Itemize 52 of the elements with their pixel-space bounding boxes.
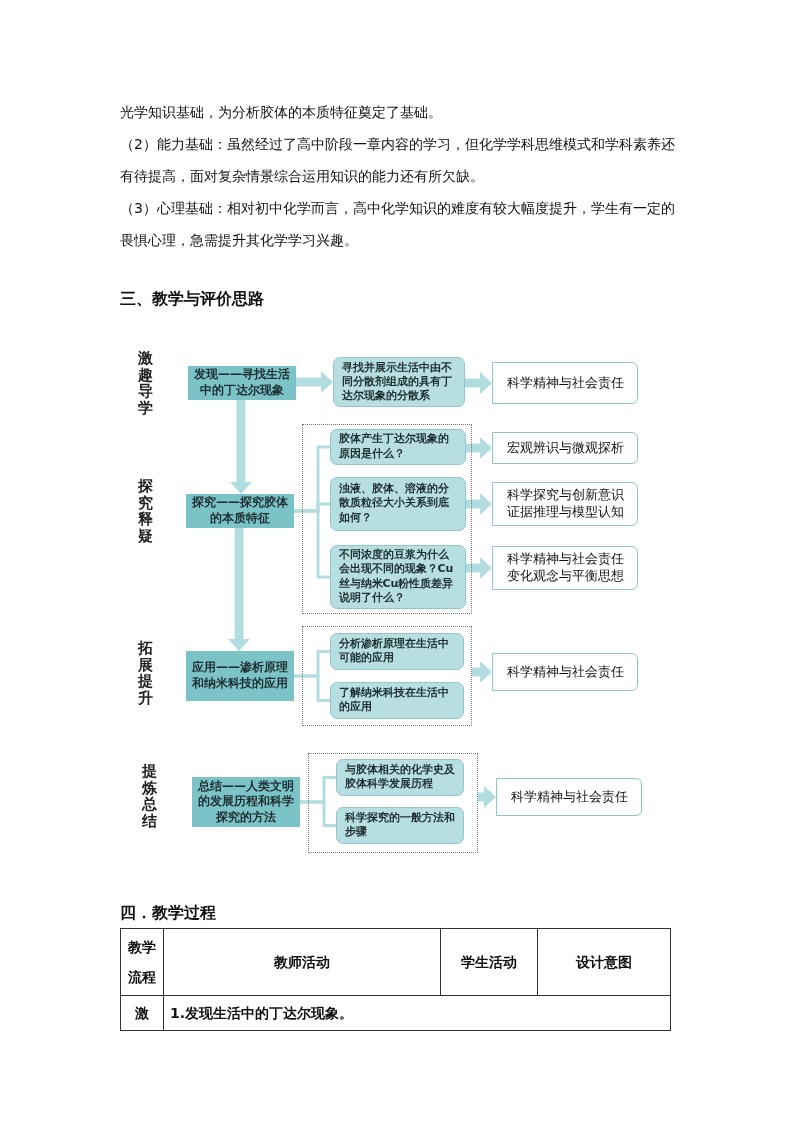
table-header-cell: 设计意图 bbox=[537, 928, 671, 996]
arrow bbox=[478, 786, 496, 808]
bracket-line bbox=[294, 674, 330, 702]
dotted-group-frame bbox=[302, 626, 472, 726]
topic-box: 寻找并展示生活中由不同分散剂组成的具有丁达尔现象的分散系 bbox=[333, 357, 465, 407]
competency-text: 科学探究与创新意识 bbox=[505, 487, 625, 504]
arrow bbox=[466, 557, 492, 579]
topic-box: 浊液、胶体、溶液的分散质粒径大小关系到底如何？ bbox=[329, 476, 466, 531]
topic-box: 不同浓度的豆浆为什么会出现不同的现象？Cu丝与纳米Cu粉性质差异说明了什么？ bbox=[329, 544, 466, 609]
table-cell: 1.发现生活中的丁达尔现象。 bbox=[163, 995, 671, 1031]
competency-text: 科学精神与社会责任 bbox=[505, 551, 625, 568]
arrow bbox=[466, 437, 492, 459]
body-paragraph: （2）能力基础：虽然经过了高中阶段一章内容的学习，但化学学科思维模式和学科素养还有待提高，面对复杂情景综合运用知识的能力还有所欠缺。 bbox=[120, 135, 676, 186]
stage-box: 探究——探究胶体的本质特征 bbox=[186, 494, 294, 528]
stage-label: 探究释疑 bbox=[138, 478, 153, 544]
table-cell: 激 bbox=[120, 995, 164, 1031]
competency-box: 科学精神与社会责任 bbox=[492, 653, 638, 691]
bracket-line bbox=[300, 800, 336, 827]
competency-box: 科学精神与社会责任 bbox=[496, 778, 642, 816]
stage-box: 应用——渗析原理和纳米科技的应用 bbox=[186, 651, 294, 701]
dotted-group-frame bbox=[308, 753, 478, 853]
competency-box bbox=[492, 546, 638, 590]
arrow bbox=[466, 493, 492, 515]
body-paragraph: 光学知识基础，为分析胶体的本质特征奠定了基础。 bbox=[120, 103, 443, 122]
bracket-line bbox=[294, 509, 330, 579]
stage-box: 发现——寻找生活中的丁达尔现象 bbox=[188, 366, 296, 400]
arrow bbox=[472, 661, 492, 683]
topic-box: 胶体产生丁达尔现象的原因是什么？ bbox=[329, 428, 466, 465]
topic-box: 分析渗析原理在生活中可能的应用 bbox=[329, 632, 464, 670]
competency-box: 科学精神与社会责任 bbox=[492, 362, 638, 404]
competency-text: 变化观念与平衡思想 bbox=[505, 568, 625, 585]
arrow bbox=[228, 528, 250, 651]
table-header-cell: 教学流程 bbox=[120, 928, 164, 996]
section-heading: 四．教学过程 bbox=[120, 902, 216, 924]
competency-box: 宏观辨识与微观探析 bbox=[492, 432, 638, 464]
stage-label: 激趣导学 bbox=[138, 350, 153, 416]
topic-box: 与胶体相关的化学史及胶体科学发展历程 bbox=[335, 758, 464, 796]
section-heading: 三、教学与评价思路 bbox=[120, 288, 264, 310]
body-paragraph: （3）心理基础：相对初中化学而言，高中化学知识的难度有较大幅度提升，学生有一定的畏惧心理，急需提升其化学学习兴趣。 bbox=[120, 199, 676, 250]
competency-text: 证据推理与模型认知 bbox=[505, 504, 625, 521]
arrow bbox=[465, 372, 492, 394]
table-header-cell: 学生活动 bbox=[440, 928, 538, 996]
stage-box: 总结——人类文明的发展历程和科学探究的方法 bbox=[192, 777, 300, 827]
stage-label: 提炼总结 bbox=[142, 763, 157, 829]
stage-label: 拓展提升 bbox=[138, 640, 153, 706]
table-header-cell: 教师活动 bbox=[163, 928, 441, 996]
competency-box bbox=[492, 482, 638, 526]
topic-box: 了解纳米科技在生活中的应用 bbox=[329, 681, 464, 719]
arrow bbox=[230, 400, 252, 494]
topic-box: 科学探究的一般方法和步骤 bbox=[335, 806, 464, 844]
arrow bbox=[296, 371, 333, 393]
dotted-group-frame bbox=[302, 424, 472, 614]
